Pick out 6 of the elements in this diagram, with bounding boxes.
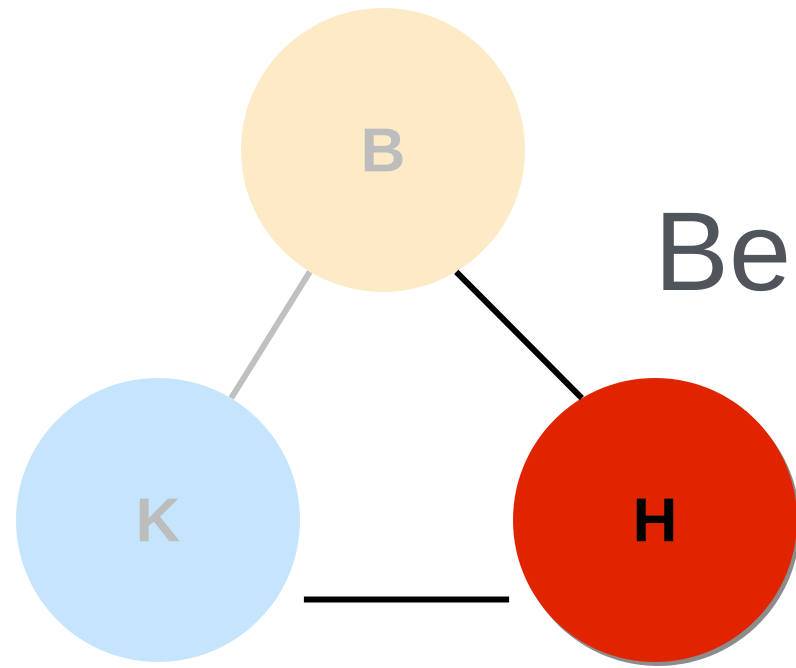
- connector-line: [304, 596, 510, 602]
- connector-line: [454, 270, 584, 400]
- circle-node: B: [241, 8, 525, 292]
- heading-text: Be: [663, 212, 786, 292]
- circle-node: K: [16, 378, 300, 662]
- connector-line: [228, 270, 312, 400]
